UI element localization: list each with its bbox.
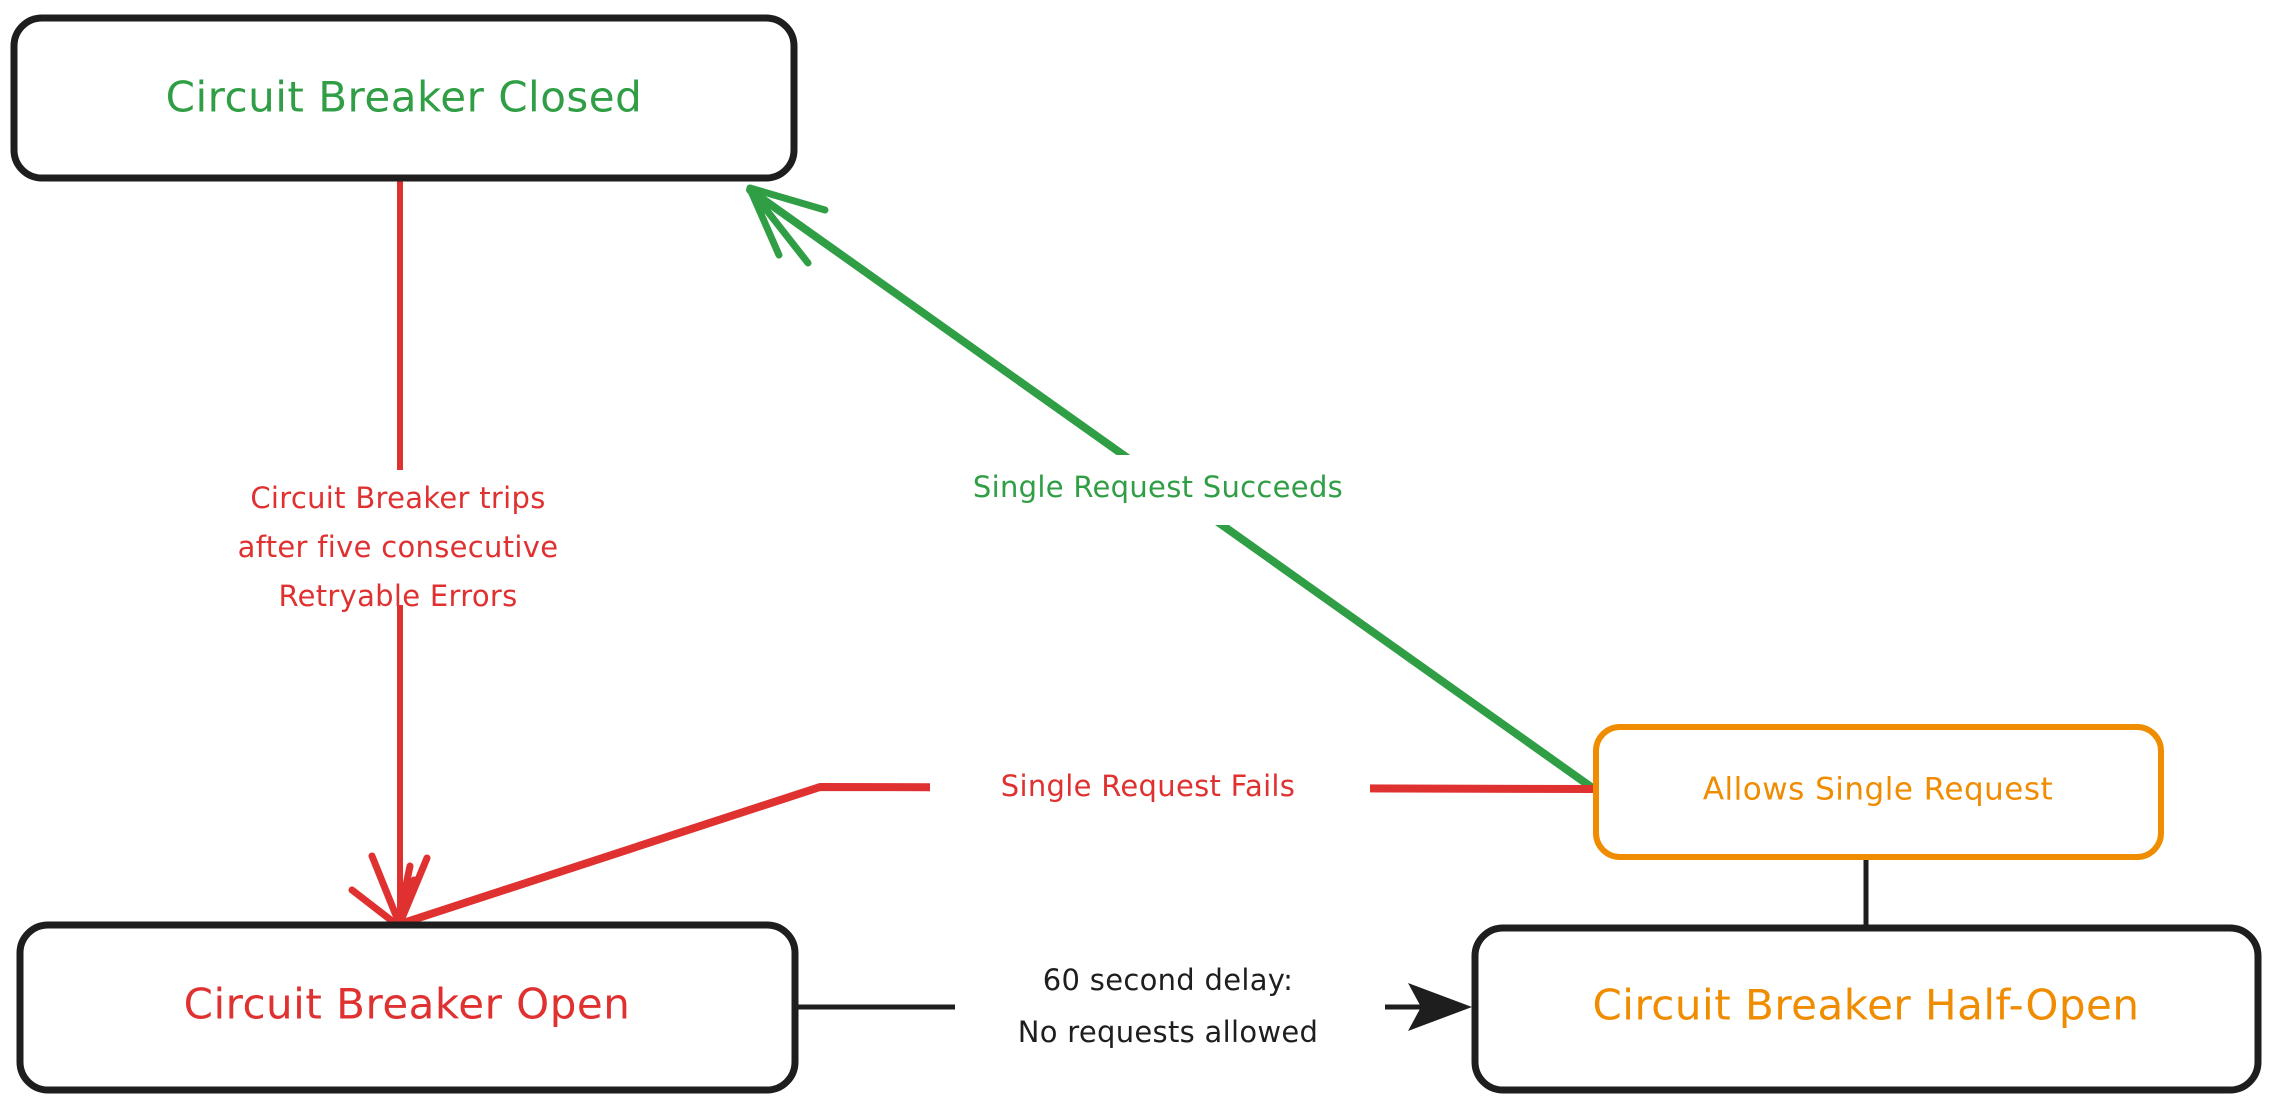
edge-allows-to-closed-label: Single Request Succeeds <box>973 470 1343 504</box>
edge-open-to-half-open-label-line-2: No requests allowed <box>1018 1015 1319 1049</box>
node-circuit-breaker-closed-box <box>10 14 798 182</box>
node-circuit-breaker-open-box <box>16 921 799 1094</box>
node-circuit-breaker-closed-label: Circuit Breaker Closed <box>166 73 643 122</box>
edge-closed-to-open-label-line-1: Circuit Breaker trips <box>250 481 545 515</box>
edge-closed-to-open-label-line-2: after five consecutive <box>238 530 559 564</box>
node-allows-single-request[interactable]: Allows Single Request <box>1593 724 2164 860</box>
node-circuit-breaker-half-open[interactable]: Circuit Breaker Half-Open <box>1471 924 2262 1094</box>
edge-allows-to-open-label-bg <box>930 757 1370 819</box>
edge-open-to-half-open-label-line-1: 60 second delay: <box>1043 963 1293 997</box>
edge-open-to-half-open[interactable]: 60 second delay: No requests allowed <box>795 948 1472 1066</box>
edge-allows-to-closed-arrowhead <box>746 184 829 267</box>
edge-allows-to-open-label: Single Request Fails <box>1001 769 1295 803</box>
node-circuit-breaker-open[interactable]: Circuit Breaker Open <box>16 921 799 1094</box>
edge-open-to-half-open-label-bg <box>955 948 1385 1066</box>
node-circuit-breaker-closed[interactable]: Circuit Breaker Closed <box>10 14 798 182</box>
edge-closed-to-open[interactable]: Circuit Breaker trips after five consecu… <box>170 175 590 928</box>
edge-allows-to-closed[interactable]: Single Request Succeeds <box>746 184 1598 793</box>
node-circuit-breaker-half-open-box <box>1471 924 2262 1094</box>
edge-closed-to-open-label-line-3: Retryable Errors <box>278 579 517 613</box>
edge-open-to-half-open-arrowhead <box>1408 983 1472 1031</box>
edge-allows-to-closed-label-bg <box>900 455 1400 525</box>
node-circuit-breaker-half-open-label: Circuit Breaker Half-Open <box>1592 981 2139 1030</box>
node-circuit-breaker-open-label: Circuit Breaker Open <box>184 980 631 1029</box>
edge-allows-to-open[interactable]: Single Request Fails <box>348 757 1598 931</box>
edge-closed-to-open-label-bg <box>170 470 590 605</box>
node-allows-single-request-label: Allows Single Request <box>1703 772 2053 808</box>
node-allows-single-request-box <box>1593 724 2164 860</box>
